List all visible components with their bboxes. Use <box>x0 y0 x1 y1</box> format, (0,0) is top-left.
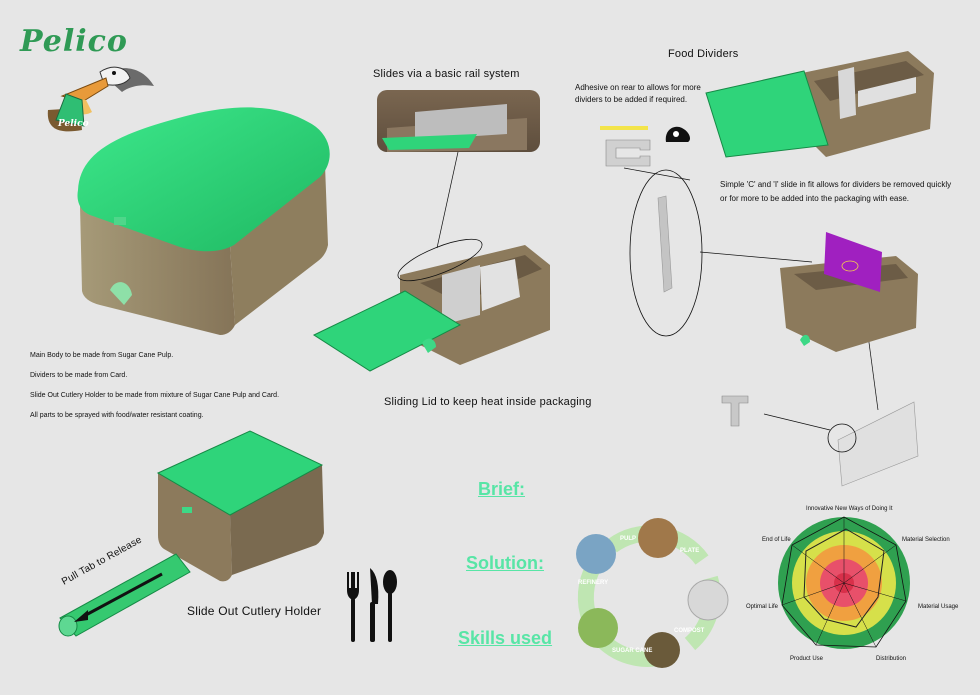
rail-caption: Slides via a basic rail system <box>373 68 520 80</box>
skills-link[interactable]: Skills used <box>458 628 553 648</box>
sustainability-cycle-diagram <box>576 518 729 668</box>
adhesive-note: Adhesive on rear to allows for more divi… <box>575 83 701 104</box>
brief-link[interactable]: Brief: <box>478 479 526 499</box>
divider-box-render <box>705 51 934 158</box>
cutlery-drawer-render <box>58 553 191 637</box>
radar-axis-label: Optimal Life <box>746 604 779 610</box>
spoon-icon <box>383 570 397 642</box>
rail-profile-callout <box>629 169 703 337</box>
material-note: Slide Out Cutlery Holder to be made from… <box>30 392 280 399</box>
eco-radar-chart <box>778 516 910 649</box>
rail-detail-callout <box>377 90 540 152</box>
food-dividers-title: Food Dividers <box>668 48 739 60</box>
cycle-label: COMPOST <box>674 628 705 634</box>
purple-divider-box-render <box>780 232 918 352</box>
cycle-label: SUGAR CANE <box>612 648 653 654</box>
bag-label: Pelico <box>58 119 89 129</box>
c-profile-shape <box>605 139 651 167</box>
radar-axis-label: Material Usage <box>918 604 959 610</box>
sliding-lid-box-render <box>312 238 550 372</box>
solution-link[interactable]: Solution: <box>466 553 544 573</box>
radar-axis-label: Product Use <box>790 656 824 662</box>
sliding-lid-caption: Sliding Lid to keep heat inside packagin… <box>384 396 592 408</box>
t-profile-shape <box>721 395 749 427</box>
material-note: Dividers to be made from Card. <box>30 372 128 379</box>
main-box-render <box>77 107 330 335</box>
radar-axis-label: Material Selection <box>902 537 950 543</box>
fork-icon <box>347 572 359 642</box>
adhesive-strip <box>600 126 648 130</box>
radar-axis-label: End of Life <box>762 537 791 543</box>
pelican-mascot-icon <box>47 66 154 132</box>
i-divider-render <box>827 401 919 487</box>
cycle-label: PULP <box>620 536 637 542</box>
cycle-label: PLATE <box>680 548 700 554</box>
cycle-label: REFINERY <box>578 580 609 586</box>
tape-dispenser-icon <box>665 126 690 142</box>
brand-logo: Pelico <box>20 24 128 59</box>
material-note: Main Body to be made from Sugar Cane Pul… <box>30 352 174 359</box>
material-note: All parts to be sprayed with food/water … <box>30 412 204 419</box>
knife-icon <box>370 568 379 642</box>
radar-axis-label: Innovative New Ways of Doing It <box>806 506 893 512</box>
ci-fit-note: Simple 'C' and 'I' slide in fit allows f… <box>720 180 952 203</box>
radar-axis-label: Distribution <box>876 656 907 662</box>
cutlery-holder-caption: Slide Out Cutlery Holder <box>187 604 322 618</box>
